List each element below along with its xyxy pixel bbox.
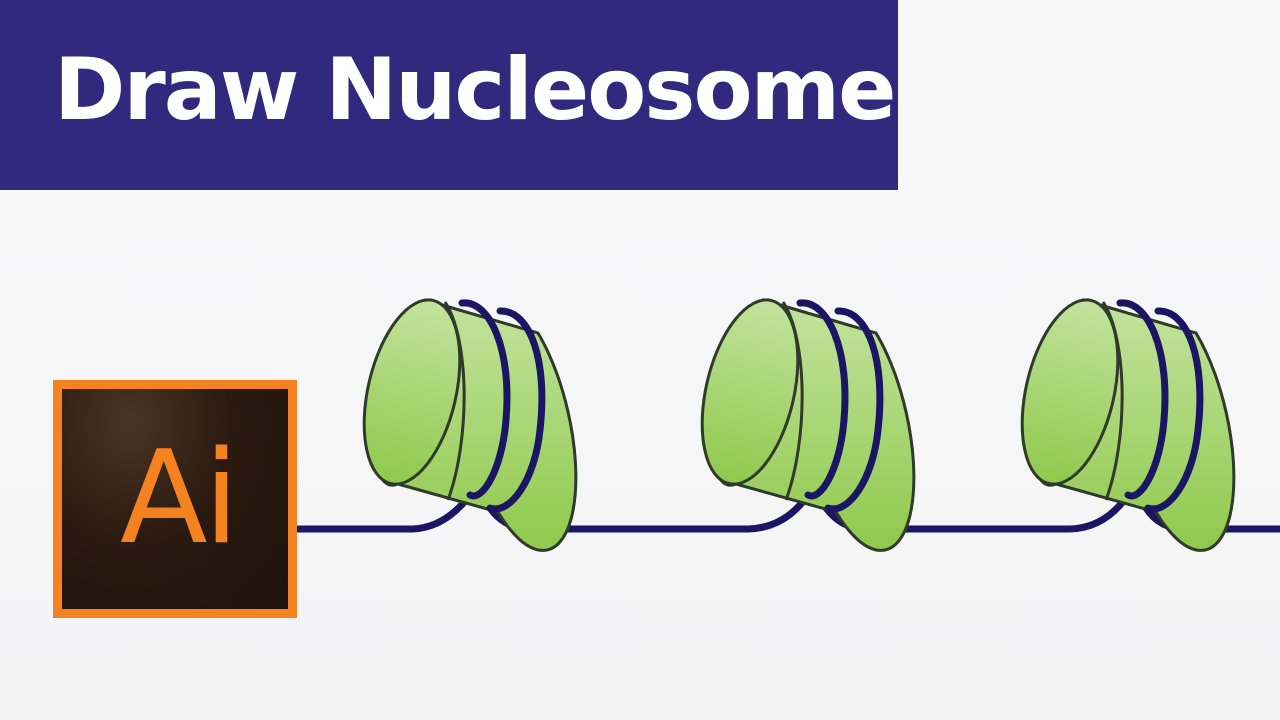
illustrator-logo: Ai	[53, 380, 297, 618]
histone-seam	[443, 301, 466, 501]
title-banner: Draw Nucleosome	[0, 0, 898, 190]
logo-text: Ai	[120, 424, 239, 573]
histone-seam	[1101, 301, 1124, 501]
page-title: Draw Nucleosome	[54, 40, 896, 140]
nucleosome-3	[1020, 298, 1236, 552]
dna-wrap	[1116, 299, 1204, 513]
nucleosome-1	[362, 298, 578, 552]
dna-wrap	[458, 299, 546, 513]
dna-wrap	[796, 299, 884, 513]
nucleosome-2	[700, 298, 916, 552]
histone-face	[700, 298, 800, 486]
histone-seam	[781, 301, 804, 501]
linker-dna	[276, 491, 1280, 533]
histone-face	[1020, 298, 1120, 486]
histone-face	[362, 298, 462, 486]
